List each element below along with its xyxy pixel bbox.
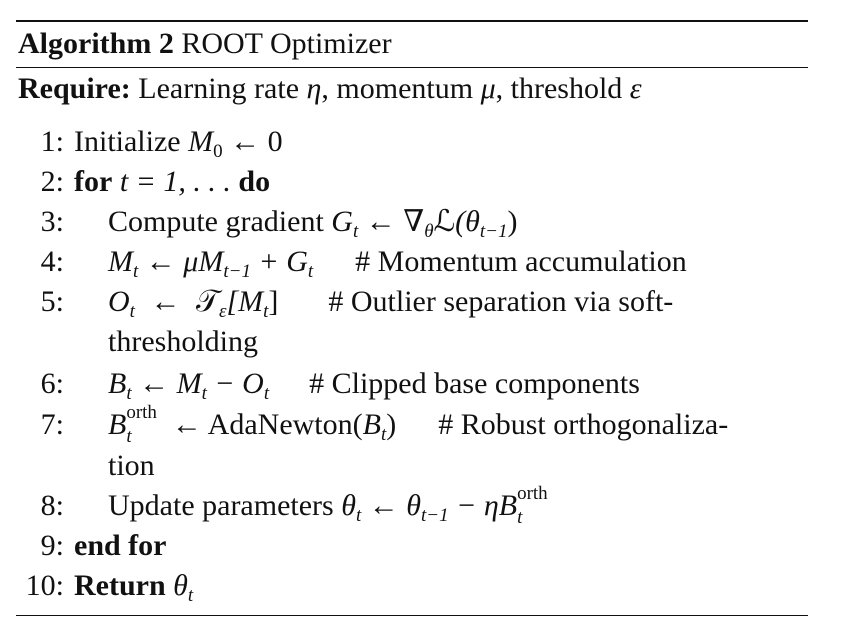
step-6-text: Bt ← Mt − Ot# Clipped base components bbox=[108, 364, 640, 404]
var-theta: θ bbox=[341, 489, 356, 522]
plus-G: + G bbox=[250, 245, 308, 278]
step-8-text: Update parameters θt ← θt−1 − ηB orth t bbox=[108, 483, 557, 528]
bottom-rule bbox=[16, 615, 808, 616]
var-T: 𝒯 bbox=[195, 285, 219, 318]
close-paren: ) bbox=[386, 408, 397, 441]
var-M: M bbox=[188, 125, 214, 158]
step-4-text: Mt ← μMt−1 + Gt# Momentum accumulation bbox=[108, 242, 687, 282]
sub-t: t bbox=[263, 383, 270, 404]
sub-t: t bbox=[201, 383, 207, 404]
keyword-end-for: end for bbox=[74, 529, 167, 562]
step-number: 5: bbox=[40, 285, 64, 318]
sub-t: t bbox=[307, 261, 314, 282]
step-5-continuation: thresholding bbox=[108, 325, 258, 358]
step-1-text: Initialize M0 ← 0 bbox=[74, 122, 283, 162]
comment-momentum: # Momentum accumulation bbox=[355, 245, 687, 278]
keyword-do: do bbox=[238, 165, 271, 198]
step-number: 2: bbox=[40, 165, 64, 198]
sub-t: t bbox=[126, 426, 132, 447]
sub-t: t bbox=[129, 301, 135, 322]
var-G: G bbox=[331, 205, 353, 238]
require-text-c: , threshold bbox=[495, 72, 630, 105]
step-number: 6: bbox=[40, 367, 64, 400]
step-3-text: Compute gradient Gt ← ∇θℒ(θt−1) bbox=[108, 202, 518, 242]
algorithm-title: ROOT Optimizer bbox=[181, 27, 392, 60]
step-number: 3: bbox=[40, 205, 64, 238]
bracket-M: [M bbox=[226, 285, 264, 318]
step-7-text: B orth t ← AdaNewton(Bt)# Robust orthogo… bbox=[108, 402, 729, 447]
sub-theta: θ bbox=[424, 221, 434, 242]
minus-O: − O bbox=[206, 367, 264, 400]
require-eps: ε bbox=[629, 72, 642, 105]
sub-tm1: t−1 bbox=[479, 221, 508, 242]
require-line: Require: Learning rate η, momentum μ, th… bbox=[18, 67, 642, 111]
require-text-a: Learning rate bbox=[138, 72, 307, 105]
var-B: B bbox=[108, 408, 127, 441]
sub-t: t bbox=[517, 507, 523, 528]
var-L: ℒ bbox=[433, 205, 456, 238]
arrow-adanewton: ← AdaNewton( bbox=[164, 408, 363, 441]
var-B: B bbox=[362, 408, 381, 441]
step-2-text: for t = 1, . . . do bbox=[74, 162, 270, 202]
require-mu: μ bbox=[480, 72, 496, 105]
caption-rule bbox=[16, 67, 808, 68]
step-number: 7: bbox=[40, 408, 64, 441]
var-O: O bbox=[108, 285, 130, 318]
step-number: 1: bbox=[40, 125, 64, 158]
arrow-nabla: ← ∇ bbox=[358, 205, 425, 238]
step-number: 8: bbox=[40, 489, 64, 522]
step-8-label: Update parameters bbox=[108, 489, 342, 522]
comment-robust: # Robust orthogonaliza- bbox=[438, 408, 729, 441]
keyword-return: Return bbox=[74, 569, 166, 602]
sub-0: 0 bbox=[213, 141, 223, 162]
sub-tm1: t−1 bbox=[421, 505, 449, 526]
require-label: Require: bbox=[18, 72, 131, 105]
step-10-text: Return θt bbox=[74, 566, 193, 606]
algorithm-block: Algorithm 2 ROOT Optimizer Require: Lear… bbox=[16, 0, 808, 628]
minus-eta-B: − ηB bbox=[448, 489, 518, 522]
sub-t: t bbox=[380, 424, 387, 445]
sub-t: t bbox=[126, 383, 132, 404]
bracket-close: ] bbox=[268, 285, 279, 318]
sub-eps: ε bbox=[218, 301, 227, 322]
var-M: M bbox=[108, 245, 133, 278]
sup-orth: orth bbox=[126, 402, 157, 423]
step-number: 9: bbox=[40, 529, 64, 562]
sub-t: t bbox=[352, 221, 359, 242]
comment-clipped: # Clipped base components bbox=[309, 367, 640, 400]
step-5-text: Ot ← 𝒯ε[Mt]# Outlier separation via soft… bbox=[108, 282, 673, 322]
sup-orth: orth bbox=[517, 483, 548, 504]
sub-tm1: t−1 bbox=[223, 261, 251, 282]
step-7-continuation: tion bbox=[108, 449, 155, 482]
assign-zero: ← 0 bbox=[222, 125, 283, 158]
var-B: B bbox=[108, 367, 127, 400]
arrow: ← bbox=[142, 285, 188, 318]
algorithm-caption: Algorithm 2 ROOT Optimizer bbox=[18, 22, 392, 66]
arrow-theta: ← θ bbox=[361, 489, 421, 522]
sub-t: t bbox=[263, 301, 269, 322]
top-rule bbox=[16, 20, 808, 22]
mu-M: ← μM bbox=[138, 245, 224, 278]
step-3-label: Compute gradient bbox=[108, 205, 332, 238]
open-theta: (θ bbox=[455, 205, 480, 238]
step-number: 4: bbox=[40, 245, 64, 278]
keyword-for: for bbox=[74, 165, 113, 198]
sub-t: t bbox=[133, 261, 139, 282]
step-1-label: Initialize bbox=[74, 125, 189, 158]
loop-expr: t = 1, . . . bbox=[112, 165, 239, 198]
var-theta: θ bbox=[165, 569, 188, 602]
algorithm-label: Algorithm 2 bbox=[18, 27, 174, 60]
require-text-b: , momentum bbox=[321, 72, 481, 105]
arrow-M: ← M bbox=[131, 367, 202, 400]
sub-t: t bbox=[187, 585, 194, 606]
sub-t: t bbox=[355, 505, 362, 526]
close-paren: ) bbox=[507, 205, 518, 238]
step-number: 10: bbox=[25, 569, 64, 602]
comment-outlier: # Outlier separation via soft- bbox=[328, 285, 674, 318]
require-eta: η bbox=[306, 72, 322, 105]
